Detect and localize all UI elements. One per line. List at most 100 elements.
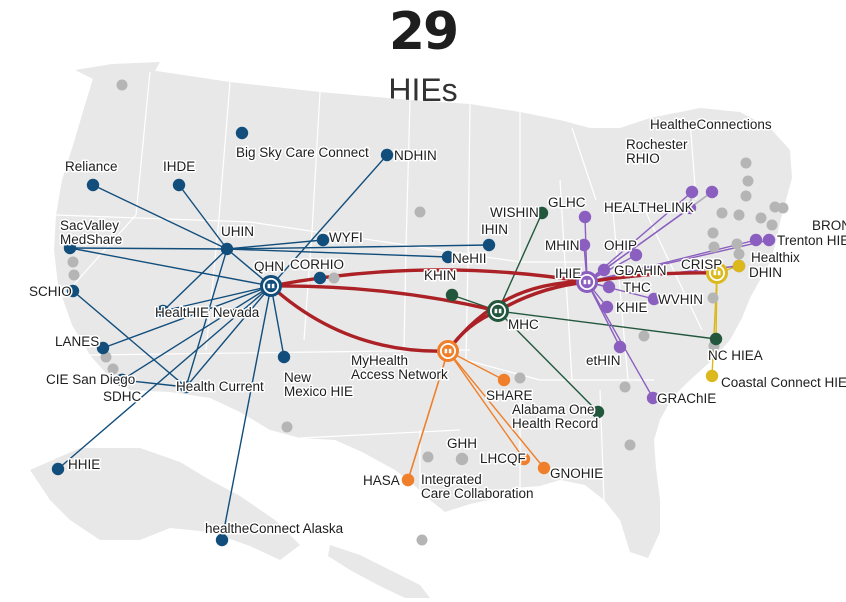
hub-link-qhn-mhc <box>269 284 500 313</box>
hie-node-grachie <box>646 391 660 405</box>
label-coastal: Coastal Connect HIE <box>721 375 846 390</box>
contiguous-us-shape <box>54 70 792 558</box>
hub-node-mhc <box>487 300 509 322</box>
link-nmhie <box>270 285 285 358</box>
label-bigsky: Big Sky Care Connect <box>236 145 369 160</box>
hie-node-mhin <box>577 238 591 252</box>
label-nehii: NeHII <box>452 251 487 266</box>
label-hasa: HASA <box>363 473 400 488</box>
label-qhn: QHN <box>254 259 284 274</box>
unaffiliated-hie-dot <box>624 439 636 451</box>
label-ohip: OHIP <box>604 238 637 253</box>
hie-node-sacvalley <box>63 241 77 255</box>
link-healthienv <box>162 285 272 312</box>
hie-node-gdahin <box>597 263 611 277</box>
label-uhin: UHIN <box>221 224 254 239</box>
link-ciesd <box>121 379 187 388</box>
unaffiliated-hie-dot <box>514 372 526 384</box>
label-lhcqf: LHCQF <box>480 451 526 466</box>
hie-node-gnohie <box>537 461 551 475</box>
label-ciesd: CIE San Diego <box>46 372 135 387</box>
state-border-1 <box>217 81 231 231</box>
hie-node-reliance <box>86 178 100 192</box>
unaffiliated-hie-dot <box>740 190 752 202</box>
label-gdahin: GDAHIN <box>614 263 667 278</box>
label-wyfi: WYFI <box>329 230 363 245</box>
link-healthcurrent-uhin <box>185 248 228 388</box>
state-border-2 <box>311 91 321 233</box>
label-khin: KHIN <box>424 268 456 283</box>
hie-node-healthienv <box>156 304 170 318</box>
label-khie: KHIE <box>616 300 648 315</box>
hie-node-sdhc <box>115 373 129 387</box>
state-border-20 <box>299 429 461 439</box>
hie-node-coastal <box>705 369 719 383</box>
hie-node-nchiea <box>709 332 723 346</box>
label-nchiea: NC HIEA <box>708 348 763 363</box>
hub-node-myhealth <box>437 340 459 362</box>
link-lhcqf <box>447 350 525 460</box>
link-ihin <box>226 244 490 250</box>
label-wvhin: WVHIN <box>658 292 703 307</box>
label-ethin: etHIN <box>586 353 621 368</box>
link-ndhin <box>270 154 388 287</box>
hie-node-trenton <box>762 233 776 247</box>
link-gnohie <box>447 350 545 469</box>
link-reliance <box>92 184 228 250</box>
unaffiliated-hie-dot <box>769 201 781 213</box>
link-schio <box>72 290 187 388</box>
hub-link-qhn-ihie <box>269 268 589 288</box>
hie-node-bronx <box>749 233 763 247</box>
link-ihde <box>178 184 228 250</box>
label-grachie: GRAChIE <box>657 391 716 406</box>
state-border-11 <box>465 259 469 361</box>
hie-node-alone <box>591 405 605 419</box>
link-healthienv-uhin <box>162 248 228 312</box>
hie-node-corhio <box>313 271 327 285</box>
label-healthcurrent: Health Current <box>176 379 264 394</box>
unaffiliated-hie-dot <box>107 363 119 375</box>
label-gnohie: GNOHIE <box>550 466 603 481</box>
unaffiliated-hie-dot <box>707 292 719 304</box>
hie-node-healtheconnectak <box>215 533 229 547</box>
link-nehii <box>226 248 449 258</box>
link-wyfi <box>226 239 324 250</box>
state-border-10 <box>403 247 407 349</box>
hie-node-khin <box>445 288 459 302</box>
unaffiliated-hie-dot <box>416 534 428 546</box>
link-nchiea-crisp <box>715 272 718 340</box>
label-ghh: GHH <box>447 436 477 451</box>
label-dhin: DHIN <box>749 265 782 280</box>
link-lanes <box>102 285 272 349</box>
label-crisp: CRISP <box>681 257 722 272</box>
unaffiliated-hie-dot <box>638 330 650 342</box>
unaffiliated-hie-dot <box>67 256 79 268</box>
hub-link-ihie-crisp <box>585 271 719 284</box>
link-healthcurrent <box>185 285 272 388</box>
hub-node-crisp <box>706 262 728 284</box>
unaffiliated-hie-dot <box>422 451 434 463</box>
label-healthix: Healthix <box>751 250 800 265</box>
hie-node-schio <box>66 284 80 298</box>
hie-node-lhcqf <box>517 452 531 466</box>
hie-node-rochester <box>685 185 699 199</box>
unaffiliated-hie-dot <box>68 269 80 281</box>
label-ihde: IHDE <box>163 159 195 174</box>
unaffiliated-hie-dot <box>707 227 719 239</box>
link-wvhin <box>586 281 655 300</box>
label-ndhin: NDHIN <box>394 148 437 163</box>
label-healtheconnections: HealtheConnections <box>650 117 772 132</box>
hie-node-icc <box>401 473 415 487</box>
hawaii-shape <box>328 545 430 598</box>
unaffiliated-hie-dot <box>116 79 128 91</box>
hie-node-nehii <box>441 250 455 264</box>
unaffiliated-hie-dot <box>740 157 752 169</box>
hie-node-ihin <box>482 238 496 252</box>
hie-node-healthelink <box>683 201 697 215</box>
hie-node-thc <box>602 280 616 294</box>
